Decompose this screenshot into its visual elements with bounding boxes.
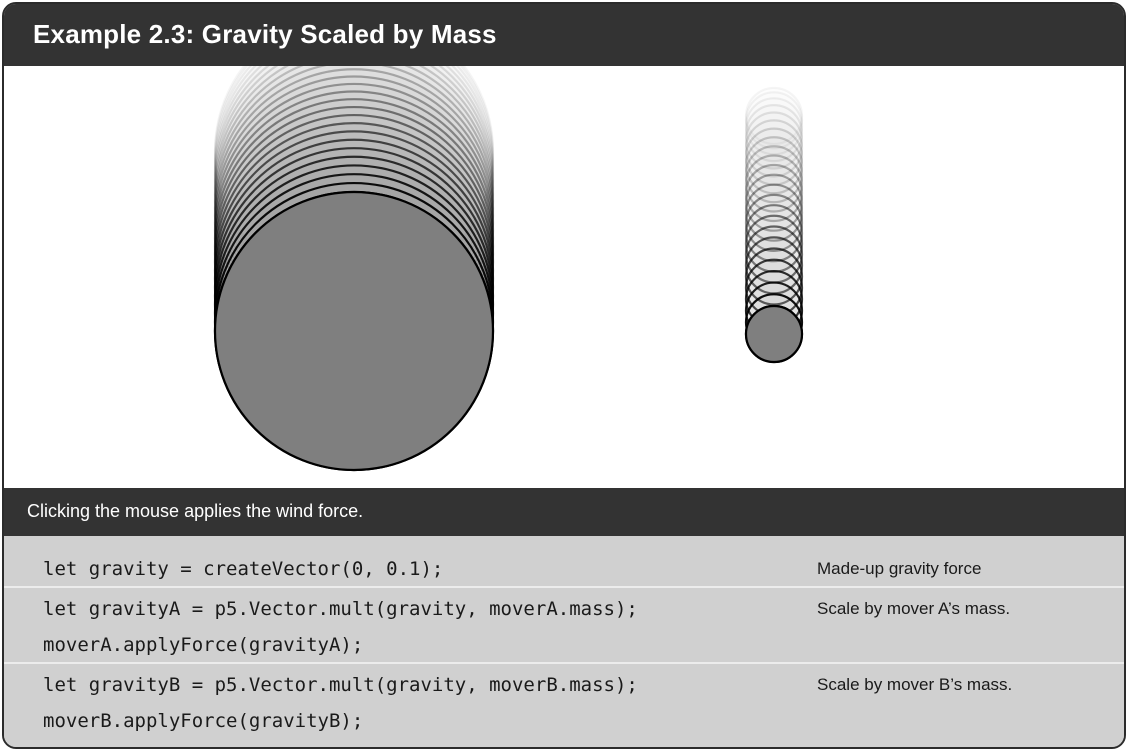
code-row-mover-b: let gravityB = p5.Vector.mult(gravity, m… [4,662,1124,747]
caption-bar: Clicking the mouse applies the wind forc… [4,488,1124,536]
example-caption: Clicking the mouse applies the wind forc… [27,501,364,521]
mover-trail-circle [744,111,804,170]
code-line: moverA.applyForce(gravityA); [43,634,364,656]
code-line: moverB.applyForce(gravityB); [43,710,364,732]
mover-trail-circle [744,163,804,223]
mover-circle [213,190,495,472]
code-row-mover-a: let gravityA = p5.Vector.mult(gravity, m… [4,586,1124,662]
code-annotation: Scale by mover B’s mass. [817,675,1013,694]
mover-trail-circle [744,86,804,146]
title-bar: Example 2.3: Gravity Scaled by Mass [4,4,1124,66]
sketch-canvas[interactable] [4,66,1124,488]
mover-trail-circle [744,127,804,186]
code-line: let gravityB = p5.Vector.mult(gravity, m… [43,674,638,696]
mover-a-trail [213,66,495,472]
code-listing: let gravity = createVector(0, 0.1); Made… [4,536,1124,747]
mover-trail-circle [744,183,804,242]
code-line: let gravityA = p5.Vector.mult(gravity, m… [43,598,638,620]
example-title: Example 2.3: Gravity Scaled by Mass [33,19,497,49]
mover-trail-circle [744,193,804,252]
mover-trail-circle [744,97,804,156]
mover-trail-circle [744,154,804,213]
code-line: let gravity = createVector(0, 0.1); [43,558,444,580]
mover-trail-circle [744,145,804,204]
mover-trail-circle [744,103,804,163]
mover-b-trail [744,86,804,364]
mover-circle [744,304,804,364]
mover-trail-circle [744,119,804,178]
code-row-gravity: let gravity = createVector(0, 0.1); Made… [4,536,1124,586]
code-annotation: Scale by mover A’s mass. [817,599,1011,618]
mover-trail-circle [744,173,804,232]
mover-trail-circle [744,91,804,150]
mover-trail-drawing [213,66,804,472]
mover-trail-circle [744,136,804,195]
code-annotation: Made-up gravity force [817,559,982,578]
